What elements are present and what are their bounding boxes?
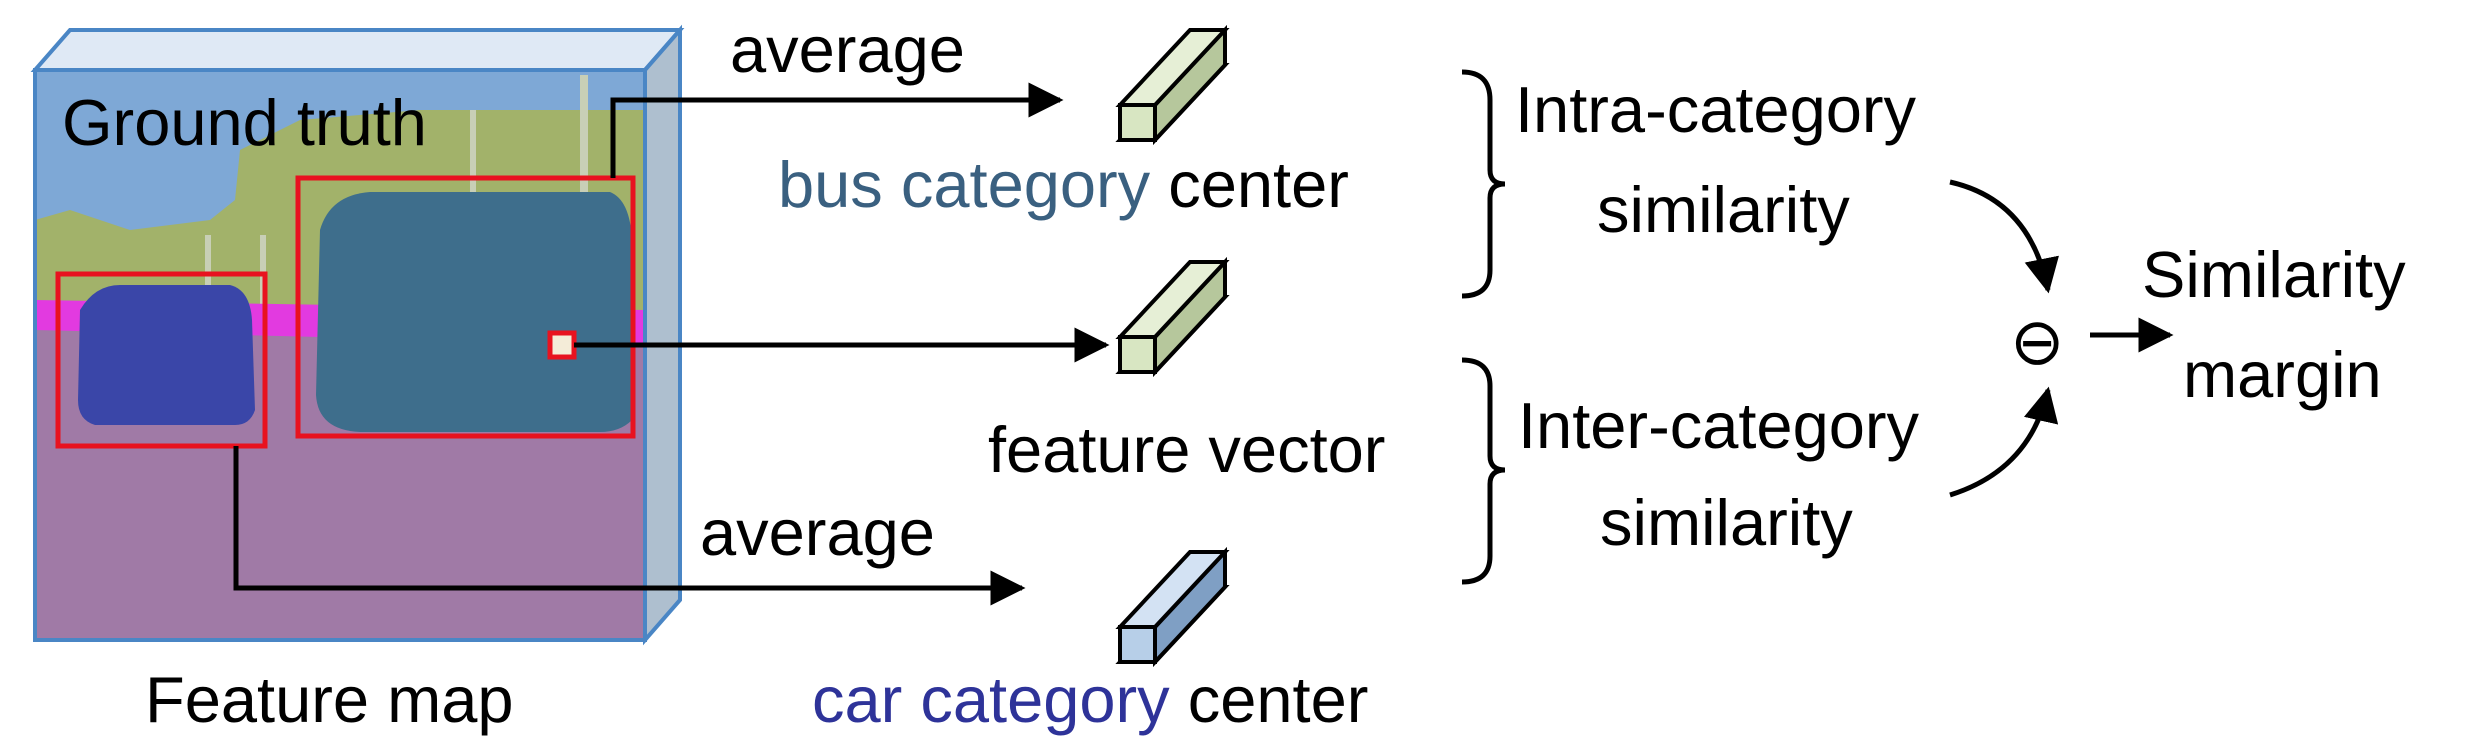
bus-average-arrow	[610, 82, 1064, 178]
feature-vector-icon	[1115, 256, 1230, 378]
inter-to-operator-arrow	[1949, 386, 2059, 498]
car-center-vector-icon	[1115, 546, 1230, 668]
subtraction-operator-icon: ⊖	[2010, 305, 2064, 378]
feature-map: Ground truth	[30, 24, 685, 646]
similarity-margin-line2: margin	[2183, 338, 2382, 411]
inter-brace	[1461, 357, 1506, 585]
feature-map-front-border	[33, 68, 647, 642]
bus-center-vector-icon	[1115, 24, 1230, 146]
feature-map-top-face	[30, 28, 685, 72]
bus-center-label: bus category center	[778, 148, 1349, 221]
intra-to-operator-arrow	[1949, 179, 2059, 294]
feature-map-caption: Feature map	[145, 663, 514, 736]
top-average-label: average	[730, 13, 965, 86]
car-center-label: car category center	[812, 663, 1368, 736]
inter-similarity-label: similarity	[1600, 486, 1853, 559]
car-average-arrow	[233, 446, 1026, 606]
intra-brace	[1461, 69, 1506, 299]
segmentation-image	[35, 70, 645, 640]
feature-vector-label: feature vector	[988, 413, 1385, 486]
bus-bounding-box	[295, 175, 636, 439]
bus-category-text: bus category	[778, 148, 1151, 221]
feature-map-side-face	[643, 24, 682, 646]
car-bounding-box	[55, 271, 268, 449]
bus-center-text: center	[1168, 148, 1349, 221]
car-category-text: car category	[812, 663, 1170, 736]
intra-similarity-label: similarity	[1597, 173, 1850, 246]
bottom-average-label: average	[700, 496, 935, 569]
intra-category-label: Intra-category	[1515, 73, 1917, 146]
feature-pixel-marker	[547, 330, 577, 360]
similarity-margin-line1: Similarity	[2142, 238, 2406, 311]
car-center-text: center	[1188, 663, 1369, 736]
ground-truth-label: Ground truth	[62, 86, 427, 159]
inter-category-label: Inter-category	[1518, 389, 1920, 462]
